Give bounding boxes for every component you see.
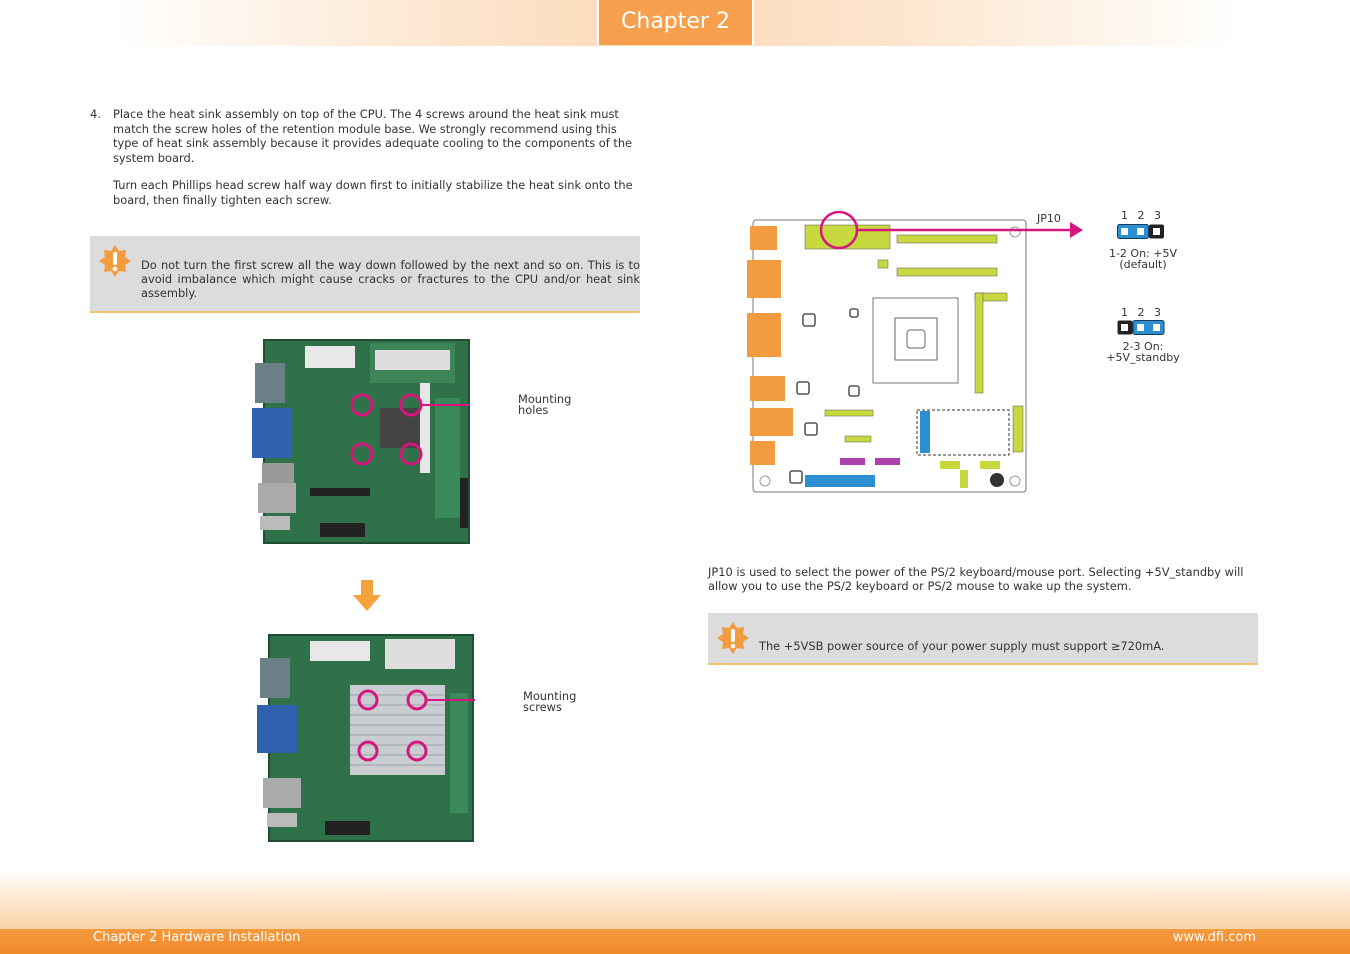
down-arrow-icon xyxy=(353,580,381,611)
jumper-2-pins: 1 2 3 xyxy=(1121,306,1164,319)
jumper-2-graphic xyxy=(1117,320,1165,335)
step-paragraph-2: Turn each Phillips head screw half way d… xyxy=(113,178,633,207)
footer-band xyxy=(0,868,1350,930)
board-photo-mounting-screws xyxy=(257,634,475,842)
jp10-label: JP10 xyxy=(1037,212,1061,225)
warning-note-power: The +5VSB power source of your power sup… xyxy=(708,613,1258,665)
warning-text: Do not turn the first screw all the way … xyxy=(141,258,640,300)
step-number: 4. xyxy=(90,107,101,121)
jumper-1-caption: 1-2 On: +5V (default) xyxy=(1108,247,1178,271)
jumper-2-caption: 2-3 On: +5V_standby xyxy=(1106,340,1180,364)
board-photo-mounting-holes xyxy=(252,339,470,544)
footer-website: www.dfi.com xyxy=(1172,930,1256,945)
step-body: Place the heat sink assembly on top of t… xyxy=(113,107,640,207)
warning-icon xyxy=(99,245,131,277)
chapter-tab: Chapter 2 xyxy=(597,0,754,45)
jumper-1-graphic xyxy=(1117,224,1164,239)
footer-bar xyxy=(0,929,1350,954)
callout-mounting-screws: Mounting screws xyxy=(523,689,577,714)
jumper-1-pins: 1 2 3 xyxy=(1121,209,1164,222)
warning-icon xyxy=(717,622,749,654)
board-layout-diagram xyxy=(747,210,1083,493)
warning-text-power: The +5VSB power source of your power sup… xyxy=(759,639,1165,653)
callout-mounting-holes: Mounting holes xyxy=(518,392,572,417)
warning-note: Do not turn the first screw all the way … xyxy=(90,236,640,313)
step-paragraph-1: Place the heat sink assembly on top of t… xyxy=(113,107,633,165)
step-4: 4. Place the heat sink assembly on top o… xyxy=(90,107,640,220)
jp10-description: JP10 is used to select the power of the … xyxy=(708,565,1244,593)
footer-chapter-title: Chapter 2 Hardware Installation xyxy=(93,930,301,945)
